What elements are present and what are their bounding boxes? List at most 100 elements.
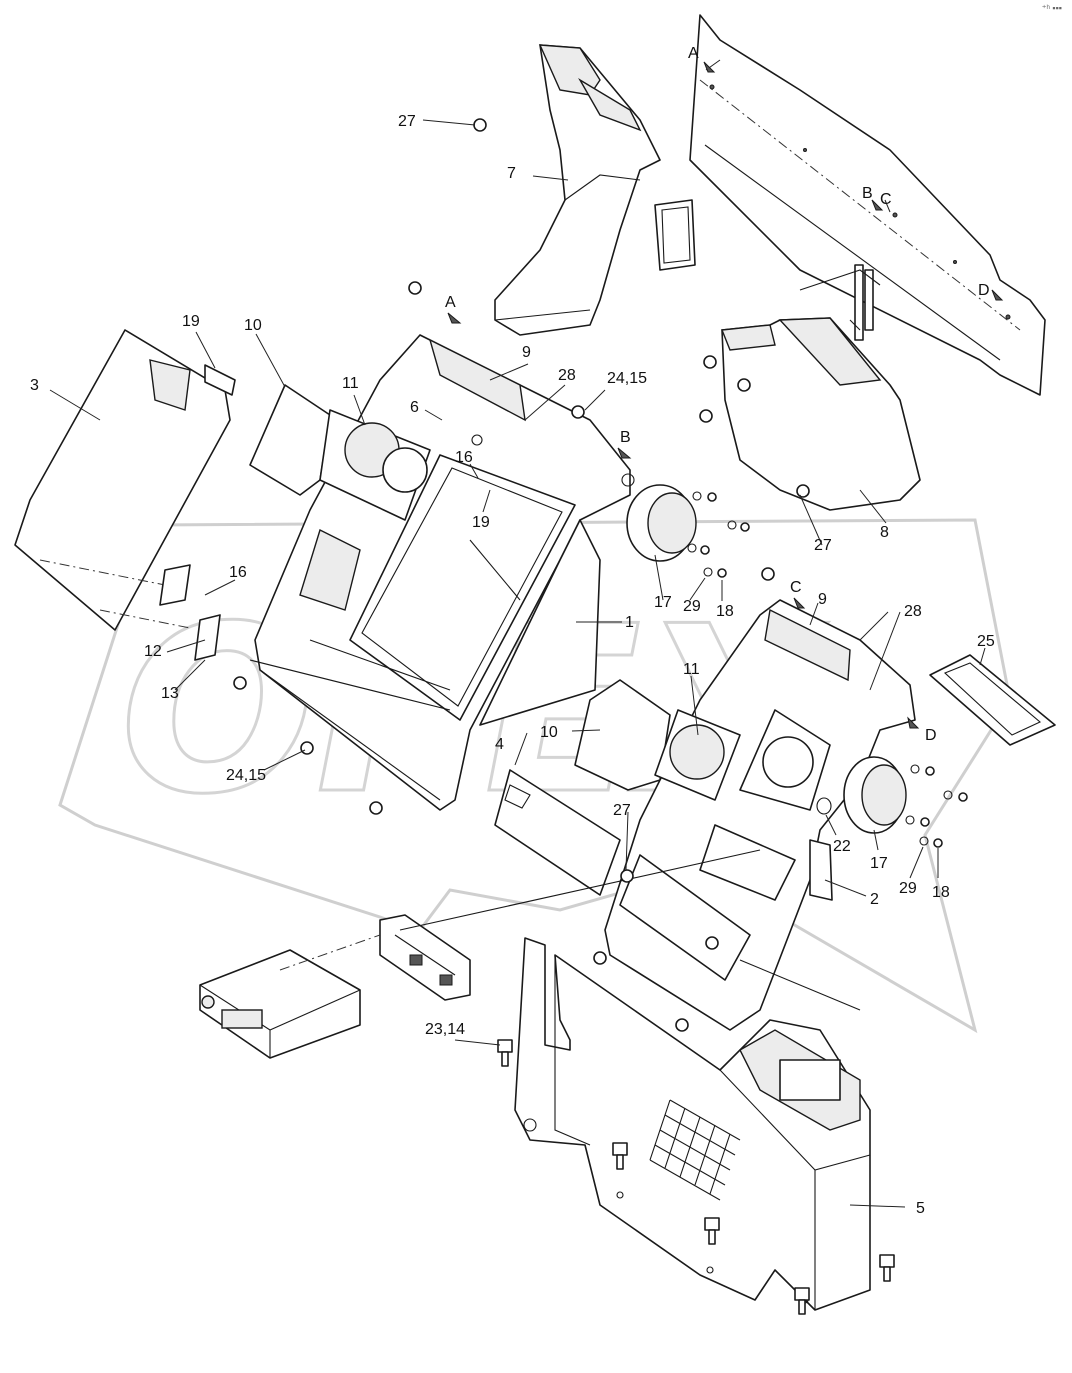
duct-8 <box>721 264 921 511</box>
callout-17: 17 <box>654 594 672 611</box>
marker-b-top: B <box>862 185 873 202</box>
callout-9: 9 <box>818 591 827 608</box>
box-5 <box>514 937 871 1311</box>
vent-grid <box>649 1099 741 1201</box>
speaker-17-lower <box>843 756 907 834</box>
arrow-icon <box>991 289 1004 301</box>
washer-icon <box>703 567 727 578</box>
marker-a-top: A <box>688 45 699 62</box>
callout-10: 10 <box>540 724 558 741</box>
callout-23-14: 23,14 <box>425 1021 465 1038</box>
screw-icon <box>300 741 314 755</box>
callout-11: 11 <box>342 375 359 392</box>
callout-24-15: 24,15 <box>607 370 647 387</box>
panel-2 <box>604 599 916 1031</box>
center-lines <box>39 319 861 1011</box>
callout-27: 27 <box>613 802 631 819</box>
callout-25: 25 <box>977 633 995 650</box>
callout-8: 8 <box>880 524 889 541</box>
callout-11: 11 <box>683 661 700 678</box>
washer-icon <box>919 836 943 848</box>
radio-bracket <box>379 914 471 1001</box>
callout-7: 7 <box>507 165 516 182</box>
callout-18: 18 <box>716 603 734 620</box>
callout-17: 17 <box>870 855 888 872</box>
callout-3: 3 <box>30 377 39 394</box>
callout-5: 5 <box>916 1200 925 1217</box>
callout-27: 27 <box>814 537 832 554</box>
callout-labels: 27 7 3 19 10 11 6 16 19 9 28 24,15 16 12… <box>30 113 995 1217</box>
washer-icon <box>727 520 750 532</box>
arrow-icon <box>617 447 632 459</box>
callout-2: 2 <box>870 891 879 908</box>
washer-icon <box>910 764 935 776</box>
callout-6: 6 <box>410 399 419 416</box>
duct-7 <box>494 44 696 336</box>
callout-4: 4 <box>495 736 504 753</box>
latch-icon <box>159 564 191 606</box>
screw-icon <box>473 118 487 132</box>
callout-18: 18 <box>932 884 950 901</box>
callout-16: 16 <box>455 449 473 466</box>
callout-13: 13 <box>161 685 179 702</box>
arrow-icon <box>871 199 884 211</box>
callout-16: 16 <box>229 564 247 581</box>
screw-icon <box>620 869 634 883</box>
corner-mark: ⁺ʰ ▪▪▪ <box>1041 3 1062 13</box>
callout-9: 9 <box>522 344 531 361</box>
washer-icon <box>687 543 710 555</box>
screw-icon <box>737 378 751 392</box>
washer-icon <box>692 491 717 502</box>
screw-icon <box>408 281 422 295</box>
callout-29: 29 <box>899 880 917 897</box>
filter-25 <box>929 654 1056 746</box>
marker-b-panel: B <box>620 429 631 446</box>
callout-29: 29 <box>683 598 701 615</box>
speaker-17-upper <box>626 484 697 562</box>
washer-icon <box>943 790 968 802</box>
callout-22: 22 <box>833 838 851 855</box>
callout-28: 28 <box>558 367 576 384</box>
grille-10-left <box>249 384 331 496</box>
rear-wall-panel <box>689 14 1046 396</box>
screw-icon <box>369 801 383 815</box>
washer-icon <box>905 815 930 827</box>
screw-icon <box>703 355 717 369</box>
arrow-icon <box>703 61 716 73</box>
bolt-icon <box>704 1217 720 1245</box>
screw-icon <box>571 405 585 419</box>
callout-19: 19 <box>472 514 490 531</box>
bolt-icon <box>612 1142 628 1170</box>
panel-1 <box>254 334 635 811</box>
marker-a-panel: A <box>445 294 456 311</box>
screw-icon <box>699 409 713 423</box>
fasteners <box>159 118 968 1315</box>
view-markers: A B C D A B C D <box>445 45 1004 744</box>
marker-c-top: C <box>880 191 892 208</box>
screw-icon <box>675 1018 689 1032</box>
screw-icon <box>233 676 247 690</box>
lid-4 <box>494 769 621 896</box>
leader-lines <box>49 59 986 1208</box>
callout-12: 12 <box>144 643 162 660</box>
callout-19: 19 <box>182 313 200 330</box>
callout-27: 27 <box>398 113 416 130</box>
screw-icon <box>593 951 607 965</box>
screw-icon <box>705 936 719 950</box>
bolt-icon <box>497 1039 513 1067</box>
arrow-icon <box>793 597 806 609</box>
callout-10: 10 <box>244 317 262 334</box>
marker-d-panel: D <box>925 727 937 744</box>
arrow-icon <box>907 716 920 729</box>
arrow-icon <box>447 312 462 324</box>
callout-1: 1 <box>625 614 634 631</box>
screw-icon <box>796 484 810 498</box>
radio-unit <box>199 949 361 1059</box>
bolt-icon <box>879 1254 895 1282</box>
bolt-icon <box>794 1287 810 1315</box>
callout-28: 28 <box>904 603 922 620</box>
marker-c-panel: C <box>790 579 802 596</box>
latch-icon <box>194 614 221 661</box>
